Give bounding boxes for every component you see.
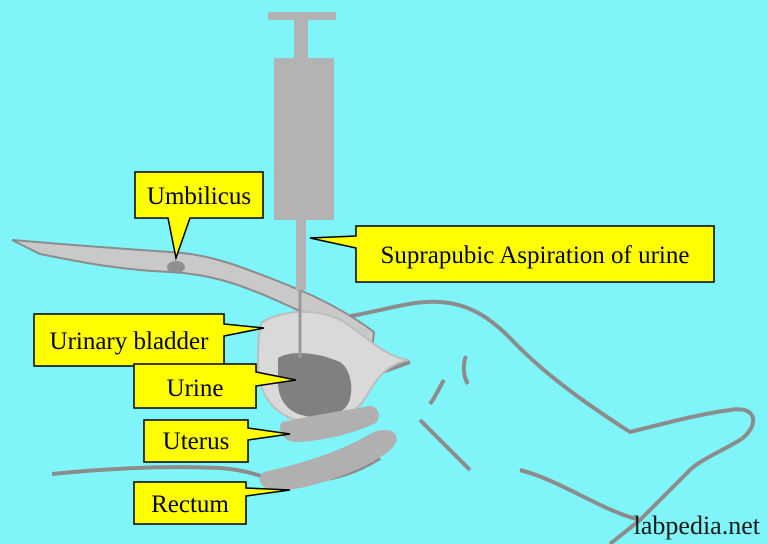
suprapubic-label: Suprapubic Aspiration of urine (381, 242, 690, 269)
callout-umbilicus: Umbilicus (134, 171, 264, 261)
syringe-plunger-cap (268, 12, 336, 20)
abdominal-wall (11, 239, 376, 352)
syringe (268, 12, 336, 358)
knee-outline (428, 355, 641, 522)
callout-rectum: Rectum (133, 481, 291, 525)
syringe-plunger-rod (294, 20, 308, 58)
watermark: labpedia.net (634, 511, 761, 540)
callout-bladder: Urinary bladder (33, 313, 265, 367)
rectum-label: Rectum (151, 491, 229, 518)
umbilicus-label: Umbilicus (147, 183, 251, 210)
syringe-tip (296, 220, 306, 290)
urine-volume (278, 353, 352, 418)
syringe-barrel (274, 58, 334, 220)
urine-label: Urine (167, 375, 224, 402)
bladder-label: Urinary bladder (50, 328, 210, 355)
callout-suprapubic: Suprapubic Aspiration of urine (309, 225, 715, 283)
callout-uterus: Uterus (143, 419, 291, 463)
leg-outline (339, 299, 756, 544)
rectum-organ (259, 429, 397, 490)
uterus-organ (280, 406, 379, 443)
umbilicus-mark (167, 261, 185, 273)
callout-urine: Urine (133, 363, 297, 409)
uterus-label: Uterus (163, 428, 230, 455)
